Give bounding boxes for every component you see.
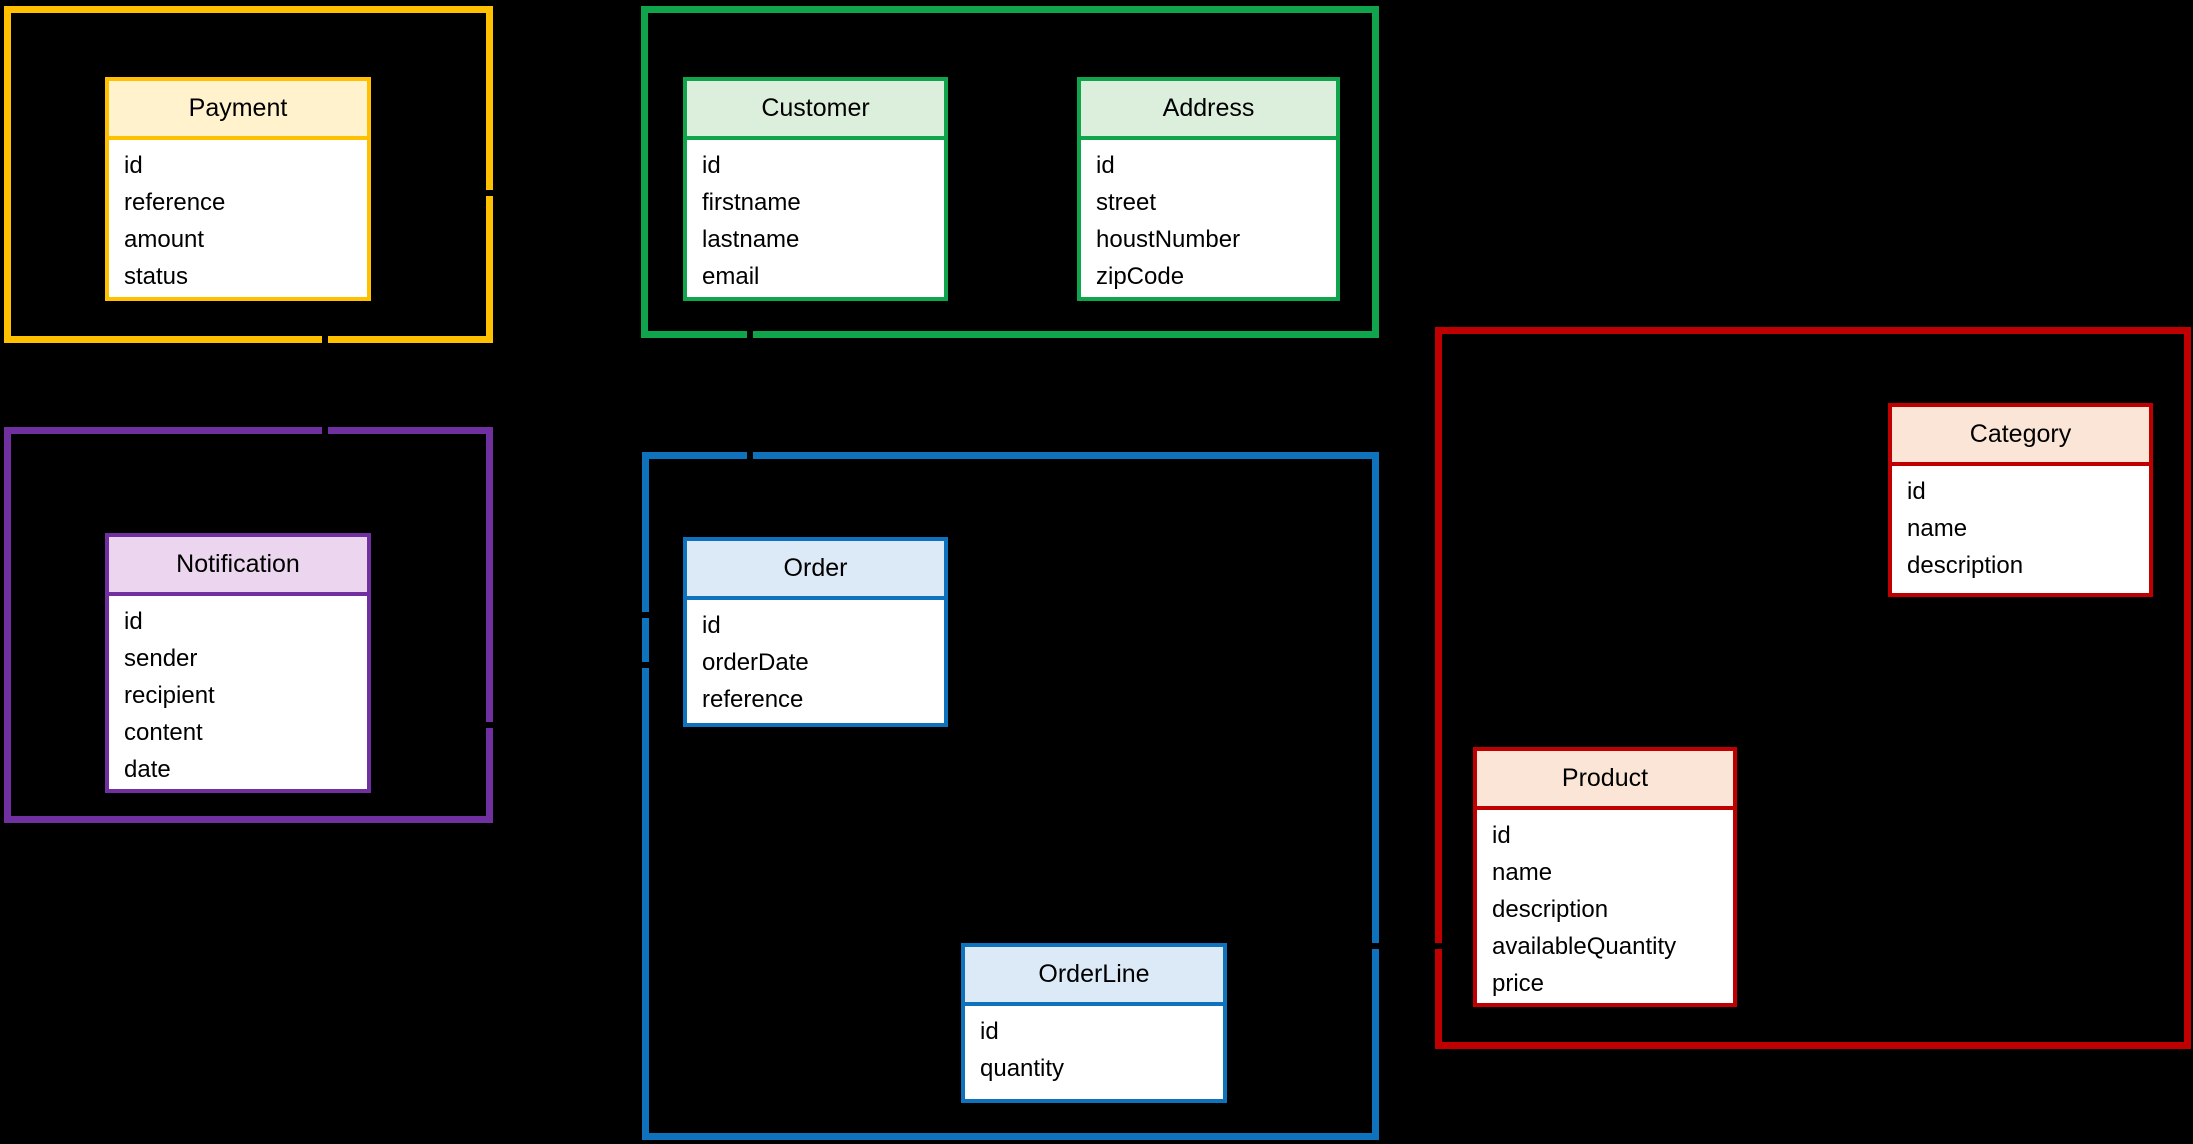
- attribute-row: id: [980, 1018, 999, 1045]
- entity-address: Address id street houstNumber zipCode: [1077, 77, 1340, 301]
- product-group-boundary: [1435, 327, 2191, 1049]
- attribute-row: email: [702, 263, 760, 290]
- notification-group-boundary: [4, 427, 493, 823]
- attribute-row: id: [124, 608, 143, 635]
- attribute-row: houstNumber: [1096, 226, 1241, 253]
- entity-order: Order id orderDate reference: [683, 537, 948, 727]
- attribute-row: availableQuantity: [1492, 933, 1677, 960]
- attribute-row: id: [1907, 478, 1926, 505]
- entity-title: OrderLine: [965, 947, 1223, 1006]
- entity-category: Category id name description: [1888, 403, 2153, 597]
- relationship-connector: [540, 612, 660, 618]
- entity-attributes: id street houstNumber zipCode: [1081, 140, 1336, 295]
- attribute-row: name: [1492, 859, 1553, 886]
- relationship-connector: [580, 662, 660, 668]
- entity-title: Notification: [109, 537, 367, 596]
- attribute-row: id: [1096, 152, 1115, 179]
- attribute-row: description: [1492, 896, 1609, 923]
- attribute-row: street: [1096, 189, 1157, 216]
- attribute-row: description: [1907, 552, 2024, 579]
- attribute-row: zipCode: [1096, 263, 1185, 290]
- attribute-row: content: [124, 719, 203, 746]
- attribute-row: sender: [124, 645, 198, 672]
- relationship-connector: [1240, 943, 1475, 949]
- attribute-row: reference: [124, 189, 226, 216]
- attribute-row: name: [1907, 515, 1968, 542]
- attribute-row: recipient: [124, 682, 215, 709]
- order-group-boundary: [642, 452, 1379, 1140]
- entity-attributes: id sender recipient content date: [109, 596, 367, 788]
- entity-payment: Payment id reference amount status: [105, 77, 371, 301]
- attribute-row: date: [124, 756, 171, 783]
- entity-attributes: id name description availableQuantity price: [1477, 810, 1733, 1002]
- entity-attributes: id reference amount status: [109, 140, 367, 295]
- attribute-row: amount: [124, 226, 205, 253]
- attribute-row: id: [702, 152, 721, 179]
- entity-title: Product: [1477, 751, 1733, 810]
- entity-title: Category: [1892, 407, 2149, 466]
- entity-orderline: OrderLine id quantity: [961, 943, 1227, 1103]
- relationship-connector: [747, 295, 753, 525]
- relationship-connector: [380, 190, 638, 196]
- attribute-row: id: [702, 612, 721, 639]
- attribute-row: price: [1492, 970, 1545, 997]
- attribute-row: orderDate: [702, 649, 809, 676]
- entity-attributes: id orderDate reference: [687, 600, 944, 718]
- attribute-row: quantity: [980, 1055, 1065, 1082]
- customer-group-boundary: [641, 6, 1379, 338]
- entity-attributes: id quantity: [965, 1006, 1223, 1087]
- entity-attributes: id name description: [1892, 466, 2149, 584]
- entity-notification: Notification id sender recipient content date: [105, 533, 371, 793]
- relationship-connector: [410, 722, 582, 728]
- entity-customer: Customer id firstname lastname email: [683, 77, 948, 301]
- attribute-row: id: [1492, 822, 1511, 849]
- entity-title: Payment: [109, 81, 367, 140]
- relationship-connector: [580, 662, 586, 728]
- attribute-row: id: [124, 152, 143, 179]
- attribute-row: lastname: [702, 226, 800, 253]
- entity-attributes: id firstname lastname email: [687, 140, 944, 295]
- entity-title: Address: [1081, 81, 1336, 140]
- attribute-row: reference: [702, 686, 804, 713]
- attribute-row: firstname: [702, 189, 801, 216]
- entity-product: Product id name description availableQuantit…: [1473, 747, 1737, 1007]
- attribute-row: status: [124, 263, 189, 290]
- entity-title: Customer: [687, 81, 944, 140]
- payment-group-boundary: [4, 6, 493, 343]
- entity-title: Order: [687, 541, 944, 600]
- relationship-connector: [322, 255, 328, 525]
